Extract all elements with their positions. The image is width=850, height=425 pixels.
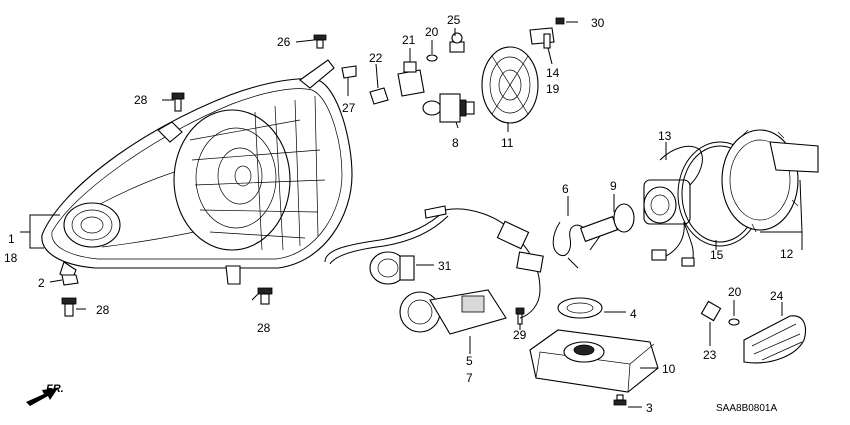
label-31: 31 [438,259,452,273]
headlight-assembly [41,59,353,285]
label-26: 26 [277,35,291,49]
label-27: 27 [342,101,356,115]
hid-components [324,129,819,393]
front-direction-arrow-icon [26,388,58,406]
label-12: 12 [780,247,794,261]
label-1: 1 [8,232,15,246]
label-25: 25 [447,13,461,27]
label-28-lower-center: 28 [257,321,271,335]
label-28-upper: 28 [134,93,148,107]
label-2: 2 [38,276,45,290]
label-5: 5 [466,354,473,368]
label-20-lower: 20 [728,285,742,299]
label-7: 7 [466,371,473,385]
label-21: 21 [402,33,416,47]
leader-lines [20,21,803,408]
label-10: 10 [662,362,676,376]
label-6: 6 [562,182,569,196]
label-19: 19 [546,82,560,96]
direction-label: FR. [46,383,64,395]
label-22: 22 [369,51,383,65]
label-30: 30 [591,16,605,30]
label-14: 14 [546,66,560,80]
label-20-upper: 20 [425,25,439,39]
label-8: 8 [452,136,459,150]
hardware-screws [61,17,627,406]
diagram-code: SAA8B0801A [716,403,777,414]
label-18: 18 [4,251,18,265]
label-24: 24 [770,289,784,303]
label-4: 4 [630,307,637,321]
label-9: 9 [610,179,617,193]
bulbs-and-sockets [369,27,555,124]
label-11: 11 [501,136,514,150]
label-23: 23 [703,348,717,362]
label-3: 3 [646,401,653,415]
label-15: 15 [710,248,724,262]
label-29: 29 [513,328,527,342]
side-marker [700,300,807,364]
label-28-lower-left: 28 [96,303,110,317]
label-13: 13 [658,129,672,143]
part-labels: 1 18 2 28 26 28 27 22 21 20 25 8 11 30 1… [4,13,794,415]
